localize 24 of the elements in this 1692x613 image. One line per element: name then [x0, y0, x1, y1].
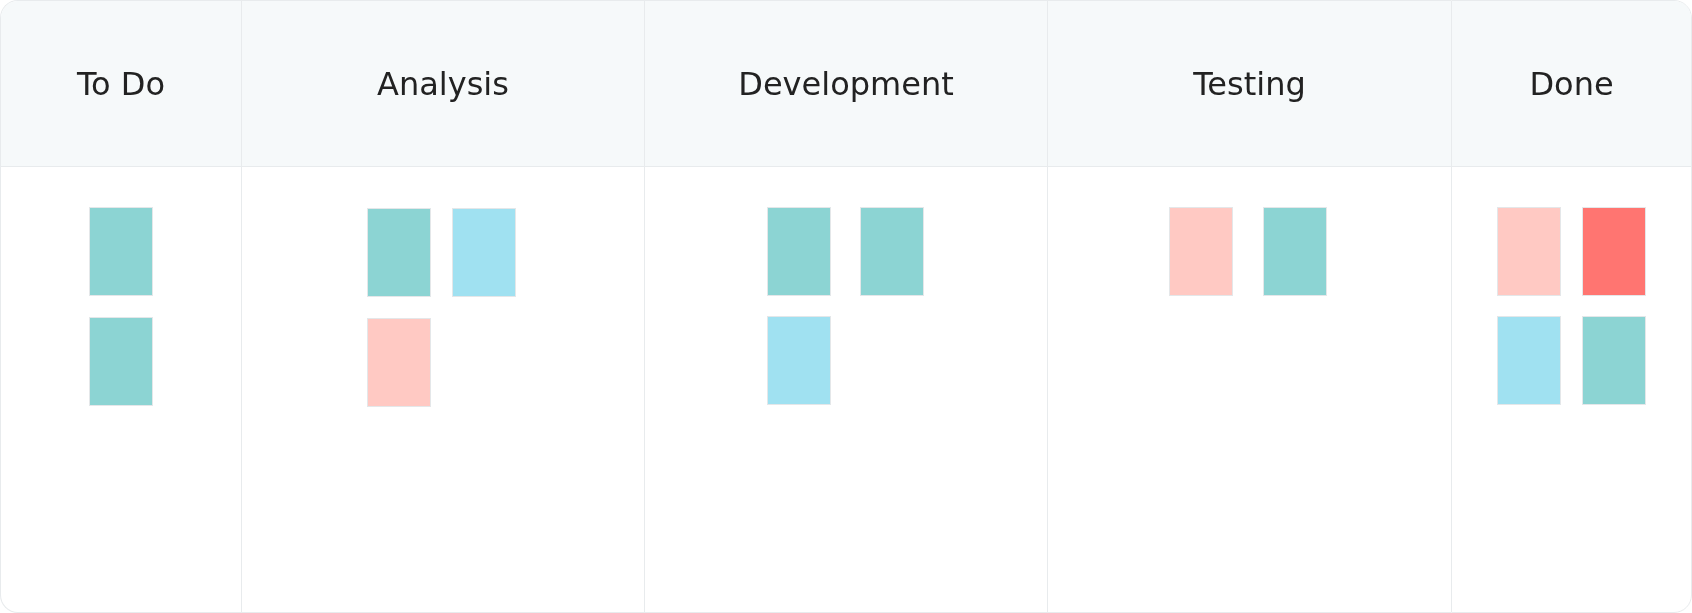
kanban-column [0, 0, 241, 613]
task-card [1497, 316, 1561, 405]
task-card [1582, 207, 1646, 296]
task-card [767, 316, 831, 405]
task-card [1582, 316, 1646, 405]
task-card [860, 207, 924, 296]
kanban-column [241, 0, 644, 613]
kanban-column [644, 0, 1047, 613]
column-header: Done [1452, 1, 1691, 167]
kanban-column [1451, 0, 1692, 613]
task-card [1263, 207, 1327, 296]
task-card [89, 317, 153, 406]
column-header: Development [645, 1, 1047, 167]
kanban-column [1047, 0, 1451, 613]
task-card [452, 208, 516, 297]
task-card [1169, 207, 1233, 296]
task-card [1497, 207, 1561, 296]
task-card [367, 208, 431, 297]
task-card [367, 318, 431, 407]
task-card [89, 207, 153, 296]
column-header: Testing [1048, 1, 1451, 167]
column-header: To Do [1, 1, 241, 167]
column-header: Analysis [242, 1, 644, 167]
task-card [767, 207, 831, 296]
